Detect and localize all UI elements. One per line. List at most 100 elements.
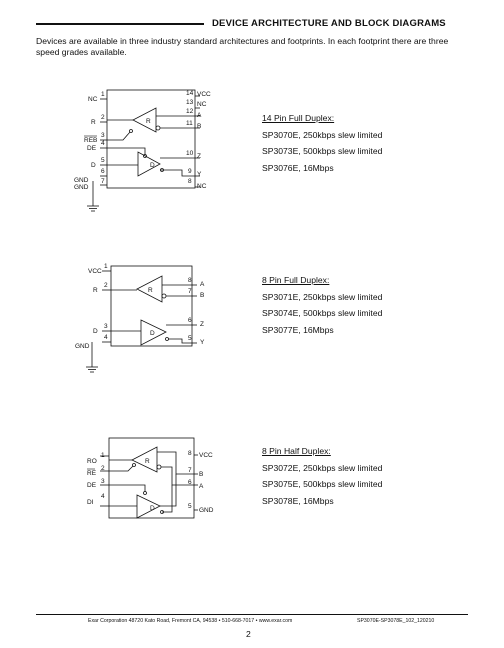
pin-number: 3 — [101, 132, 105, 139]
pin-label-vcc: VCC — [88, 268, 102, 275]
pin-label-y: Y — [200, 339, 205, 346]
pin-number: 3 — [101, 478, 105, 485]
pin-label-a: A — [197, 112, 202, 119]
pin-label-b: B — [200, 292, 204, 299]
footer-rule — [36, 614, 468, 615]
pin-label-ro: RO — [87, 458, 97, 465]
driver-triangle — [136, 494, 161, 519]
pin-number: 1 — [104, 263, 108, 270]
pin-number: 7 — [188, 288, 192, 295]
part-line: SP3074E, 500kbps slew limited — [262, 308, 383, 318]
pin-number: 5 — [101, 157, 105, 164]
pin-label-nc: NC — [197, 101, 207, 108]
pin-number: 5 — [188, 335, 192, 342]
receiver-label: R — [146, 118, 151, 125]
section-title: 8 Pin Half Duplex: — [262, 446, 331, 456]
description-14-pin: 14 Pin Full Duplex: SP3070E, 250kbps sle… — [262, 110, 382, 176]
pin-label-b: B — [197, 123, 201, 130]
pin-label-gnd: GND — [74, 177, 89, 184]
chip-outline — [106, 89, 196, 189]
pin-number: 13 — [186, 99, 194, 106]
pin-label-vcc: VCC — [199, 452, 213, 459]
pin-label-nc: NC — [88, 96, 98, 103]
pin-label-re: RE — [87, 470, 97, 477]
part-line: SP3077E, 16Mbps — [262, 324, 334, 335]
pin-number: 8 — [188, 450, 192, 457]
pin-label-gnd: GND — [199, 507, 214, 514]
receiver-label: R — [148, 287, 153, 294]
pin-number: 1 — [101, 91, 105, 98]
pin-label-y: Y — [197, 171, 202, 178]
pin-number: 6 — [188, 317, 192, 324]
pin-number: 8 — [188, 178, 192, 185]
pin-number: 9 — [188, 168, 192, 175]
chip-outline — [110, 265, 193, 347]
driver-triangle — [140, 319, 167, 346]
pin-number: 4 — [104, 334, 108, 341]
pin-number: 6 — [188, 479, 192, 486]
pin-number: 4 — [101, 493, 105, 500]
pin-label-z: Z — [197, 153, 201, 160]
pin-label-vcc: VCC — [197, 91, 211, 98]
pin-number: 2 — [101, 465, 105, 472]
pin-label-r: R — [93, 287, 98, 294]
pin-label-reb: REB — [84, 137, 97, 144]
pin-number: 11 — [186, 120, 193, 127]
pin-number: 12 — [186, 108, 194, 115]
page-title: DEVICE ARCHITECTURE AND BLOCK DIAGRAMS — [212, 18, 446, 29]
pin-number: 5 — [188, 503, 192, 510]
pin-label-gnd: GND — [75, 343, 90, 350]
pin-number: 10 — [186, 150, 194, 157]
part-line: SP3071E, 250kbps slew limited — [262, 291, 383, 302]
pin-number: 4 — [101, 140, 105, 147]
part-line: SP3072E, 250kbps slew limited — [262, 462, 383, 473]
pin-label-b: B — [199, 471, 203, 478]
pin-number: 7 — [101, 178, 105, 185]
pin-label-a: A — [200, 281, 205, 288]
pin-label-de: DE — [87, 482, 97, 489]
pin-number: 14 — [186, 90, 194, 97]
pin-number: 8 — [188, 277, 192, 284]
receiver-triangle — [131, 446, 158, 473]
part-line: SP3073E, 500kbps slew limited — [262, 146, 383, 156]
pin-number: 7 — [188, 467, 192, 474]
section-title: 14 Pin Full Duplex: — [262, 113, 335, 123]
driver-triangle — [137, 151, 161, 177]
part-line: SP3076E, 16Mbps — [262, 162, 334, 173]
pin-label-di: DI — [87, 499, 94, 506]
intro-paragraph: Devices are available in three industry … — [36, 36, 449, 57]
pin-number: 3 — [104, 323, 108, 330]
pin-label-nc: NC — [197, 183, 207, 190]
part-line: SP3070E, 250kbps slew limited — [262, 129, 383, 140]
page-number: 2 — [246, 629, 251, 639]
receiver-label: R — [145, 458, 150, 465]
receiver-triangle — [136, 275, 163, 303]
pin-label-r: R — [91, 119, 96, 126]
part-line: SP3078E, 16Mbps — [262, 495, 334, 506]
footer-address: Exar Corporation 48720 Kato Road, Fremon… — [88, 618, 293, 624]
receiver-triangle — [132, 107, 157, 133]
part-line: SP3075E, 500kbps slew limited — [262, 479, 383, 489]
description-8-pin-half: 8 Pin Half Duplex: SP3072E, 250kbps slew… — [262, 443, 382, 509]
footer-doc-id: SP3070E-SP3078E_102_120210 — [357, 618, 435, 624]
pin-number: 2 — [104, 282, 108, 289]
pin-label-a: A — [199, 483, 204, 490]
pin-label-d: D — [93, 328, 98, 335]
chip-outline — [108, 437, 195, 519]
driver-label: D — [150, 330, 155, 337]
pin-number: 6 — [101, 168, 105, 175]
pin-label-z: Z — [200, 321, 204, 328]
pin-label-d: D — [91, 162, 96, 169]
pin-number: 2 — [101, 114, 105, 121]
pin-number: 1 — [101, 452, 105, 459]
driver-label: D — [150, 162, 155, 169]
pin-label-gnd: GND — [74, 184, 89, 191]
pin-label-de: DE — [87, 145, 97, 152]
section-title: 8 Pin Full Duplex: — [262, 275, 330, 285]
header-rule — [36, 23, 204, 25]
driver-label: D — [150, 505, 155, 512]
description-8-pin-full: 8 Pin Full Duplex: SP3071E, 250kbps slew… — [262, 272, 382, 338]
